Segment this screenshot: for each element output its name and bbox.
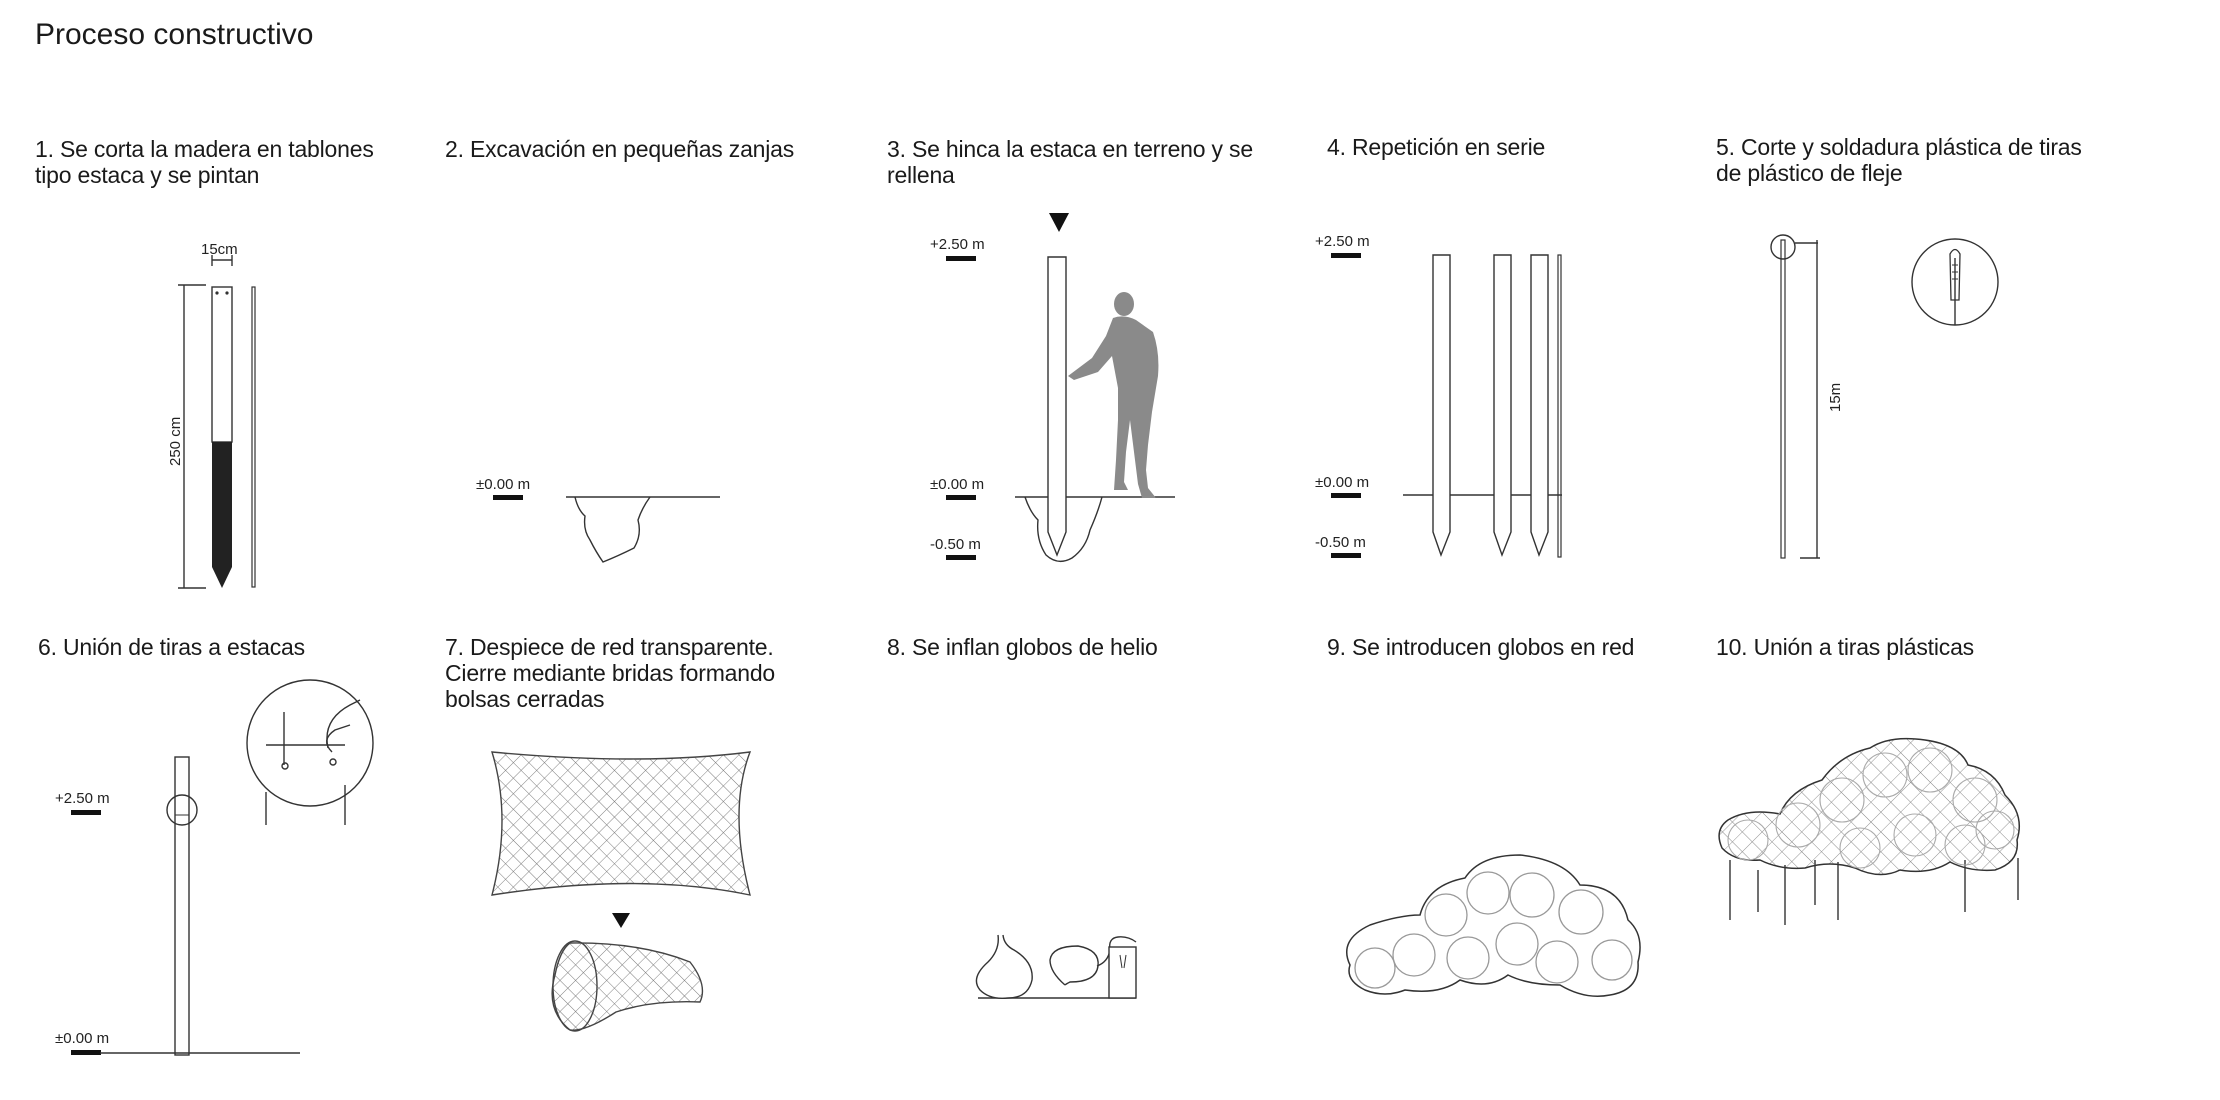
balloons-in-net <box>1354 871 1633 989</box>
step8-balloons-drawing <box>975 934 1137 1000</box>
level-ground-2: ±0.00 m <box>476 476 530 493</box>
level-top-3: +2.50 m <box>930 236 985 253</box>
dim-strip-label: 15m <box>1827 383 1844 412</box>
step-title-7: 7. Despiece de red transparente. Cierre … <box>445 634 776 712</box>
dim-width-label: 15cm <box>201 241 238 258</box>
step3-driving-drawing: +2.50 m ±0.00 m -0.50 m <box>930 213 1175 563</box>
step-title-3: 3. Se hinca la estaca en terreno y se re… <box>887 136 1253 188</box>
step5-strip-drawing: 15m <box>1770 234 1999 559</box>
dim-height-label: 250 cm <box>167 417 184 466</box>
step-title-5: 5. Corte y soldadura plástica de tiras d… <box>1716 134 2082 186</box>
step-title-10: 10. Unión a tiras plásticas <box>1716 634 1974 660</box>
page-title: Proceso constructivo <box>35 18 314 51</box>
helium-tank <box>1108 946 1137 999</box>
step-title-9: 9. Se introducen globos en red <box>1327 634 1635 660</box>
net-cloud <box>1718 737 2020 876</box>
net-bag <box>551 942 704 1031</box>
balloon-1 <box>975 934 1033 1000</box>
step2-excavation-drawing: ±0.00 m <box>476 476 720 563</box>
arrow-down-icon <box>1049 213 1069 232</box>
step4-series-drawing: +2.50 m ±0.00 m -0.50 m <box>1315 233 1562 558</box>
person-figure <box>1068 292 1159 498</box>
level-trench-4: -0.50 m <box>1315 534 1366 551</box>
level-top-4: +2.50 m <box>1315 233 1370 250</box>
step6-union-drawing: +2.50 m ±0.00 m <box>55 679 374 1056</box>
level-trench-3: -0.50 m <box>930 536 981 553</box>
step-title-6: 6. Unión de tiras a estacas <box>38 634 305 660</box>
level-top-6: +2.50 m <box>55 790 110 807</box>
step9-cloud-drawing <box>1346 854 1641 997</box>
arrow-down-icon-2 <box>612 913 630 928</box>
step10-final-drawing <box>1718 737 2020 925</box>
step-title-2: 2. Excavación en pequeñas zanjas <box>445 136 795 162</box>
step-title-1: 1. Se corta la madera en tablones tipo e… <box>35 136 374 188</box>
level-ground-6: ±0.00 m <box>55 1030 109 1047</box>
step-title-4: 4. Repetición en serie <box>1327 134 1546 160</box>
level-ground-4: ±0.00 m <box>1315 474 1369 491</box>
balloon-2 <box>1049 945 1099 986</box>
step1-stake-drawing: 15cm 250 cm <box>167 241 256 589</box>
step-title-8: 8. Se inflan globos de helio <box>887 634 1158 660</box>
net-sheet <box>491 751 752 896</box>
step7-net-drawing <box>491 751 752 1032</box>
level-ground-3: ±0.00 m <box>930 476 984 493</box>
